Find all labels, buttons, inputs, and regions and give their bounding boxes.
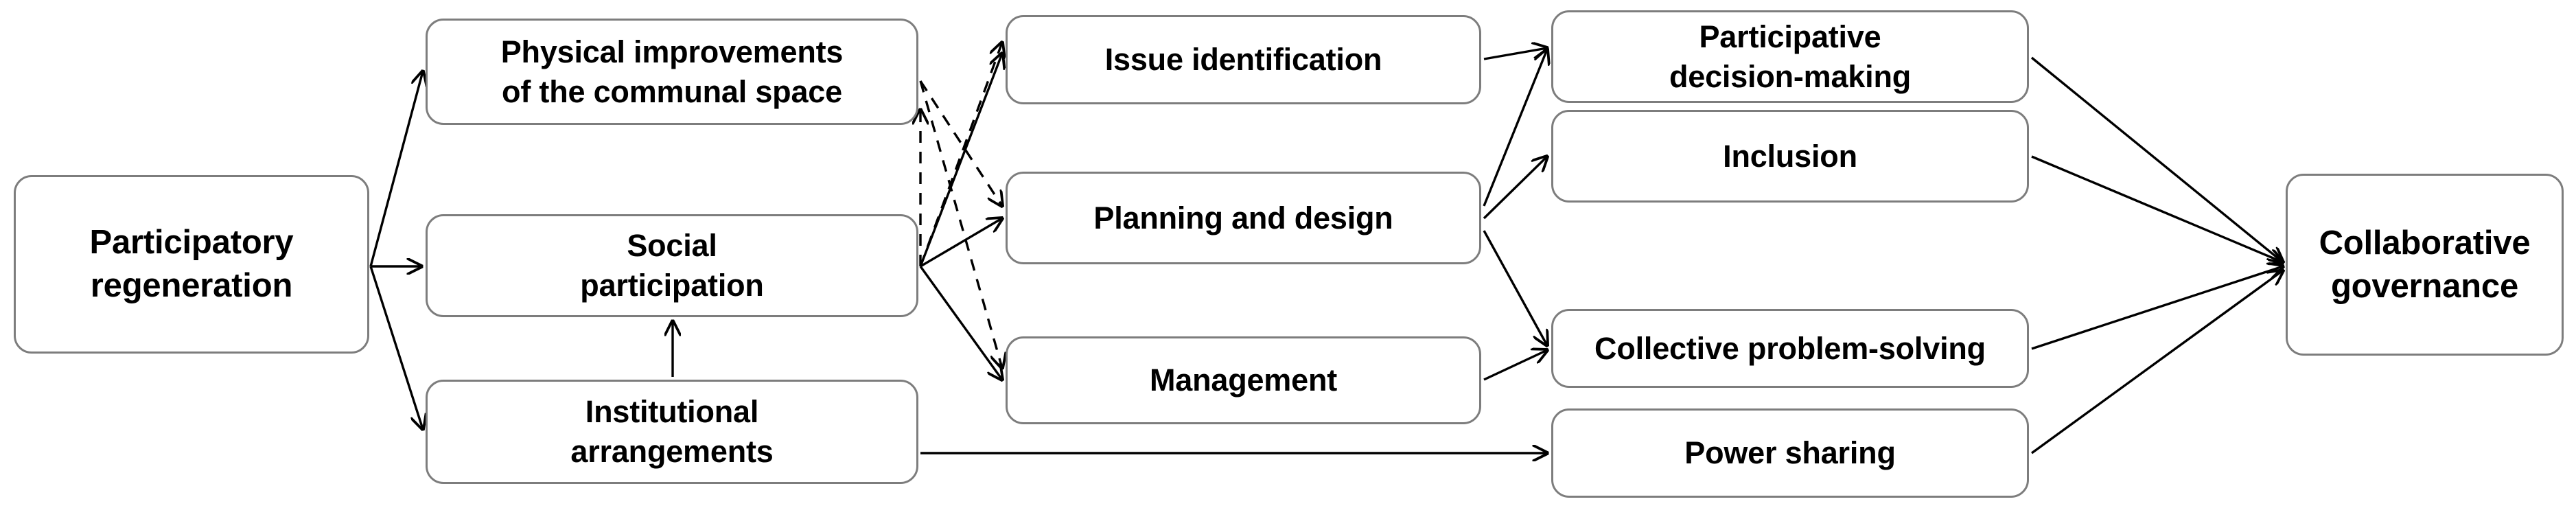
node-planning-and-design[interactable]: Planning and design [1006,172,1481,264]
node-label: Collective problem-solving [1594,330,1986,366]
edge-decision-gov [2030,56,2283,262]
edge-collective-gov [2031,266,2283,350]
node-physical-improvements[interactable]: Physical improvements of the communal sp… [426,19,918,125]
edge-social-manage [919,266,1002,380]
edge-root-institut [369,266,423,429]
edge-issue-decision [1483,48,1547,60]
edge-planning-inclusion [1483,157,1547,220]
node-participatory-regeneration[interactable]: Participatory regeneration [14,175,369,354]
edge-manage-collective [1483,350,1547,381]
node-label: Issue identification [1104,42,1382,78]
node-label: Collaborative governance [2319,224,2531,305]
node-label: Power sharing [1684,435,1896,471]
node-management[interactable]: Management [1006,336,1481,424]
node-label: Planning and design [1093,200,1393,235]
edge-planning-collective [1483,230,1547,345]
edge-planning-decision [1483,49,1547,207]
node-institutional-arrangements[interactable]: Institutional arrangements [426,380,918,484]
node-label: Management [1149,362,1338,398]
node-issue-identification[interactable]: Issue identification [1006,15,1481,104]
node-label: Physical improvements of the communal sp… [500,34,844,109]
edge-power-gov [2031,270,2283,454]
node-power-sharing[interactable]: Power sharing [1551,408,2029,498]
edge-social-issue [919,54,1002,267]
node-label: Participatory regeneration [89,224,294,304]
node-label: Social participation [580,228,764,303]
edge-physical-issue [919,43,1002,267]
edge-inclusion-gov [2031,155,2283,262]
node-label: Inclusion [1723,138,1857,174]
node-inclusion[interactable]: Inclusion [1551,110,2029,203]
edge-social-planning [920,218,1002,268]
node-label: Institutional arrangements [570,394,774,469]
edge-root-physical [369,71,423,267]
node-collaborative-governance[interactable]: Collaborative governance [2286,174,2564,356]
node-social-participation[interactable]: Social participation [426,214,918,317]
edge-physical-manage [919,80,1002,368]
node-participative-decision-making[interactable]: Participative decision-making [1551,10,2029,103]
edge-physical-planning [919,80,1002,206]
node-label: Participative decision-making [1669,19,1912,94]
node-collective-problem-solving[interactable]: Collective problem-solving [1551,309,2029,388]
